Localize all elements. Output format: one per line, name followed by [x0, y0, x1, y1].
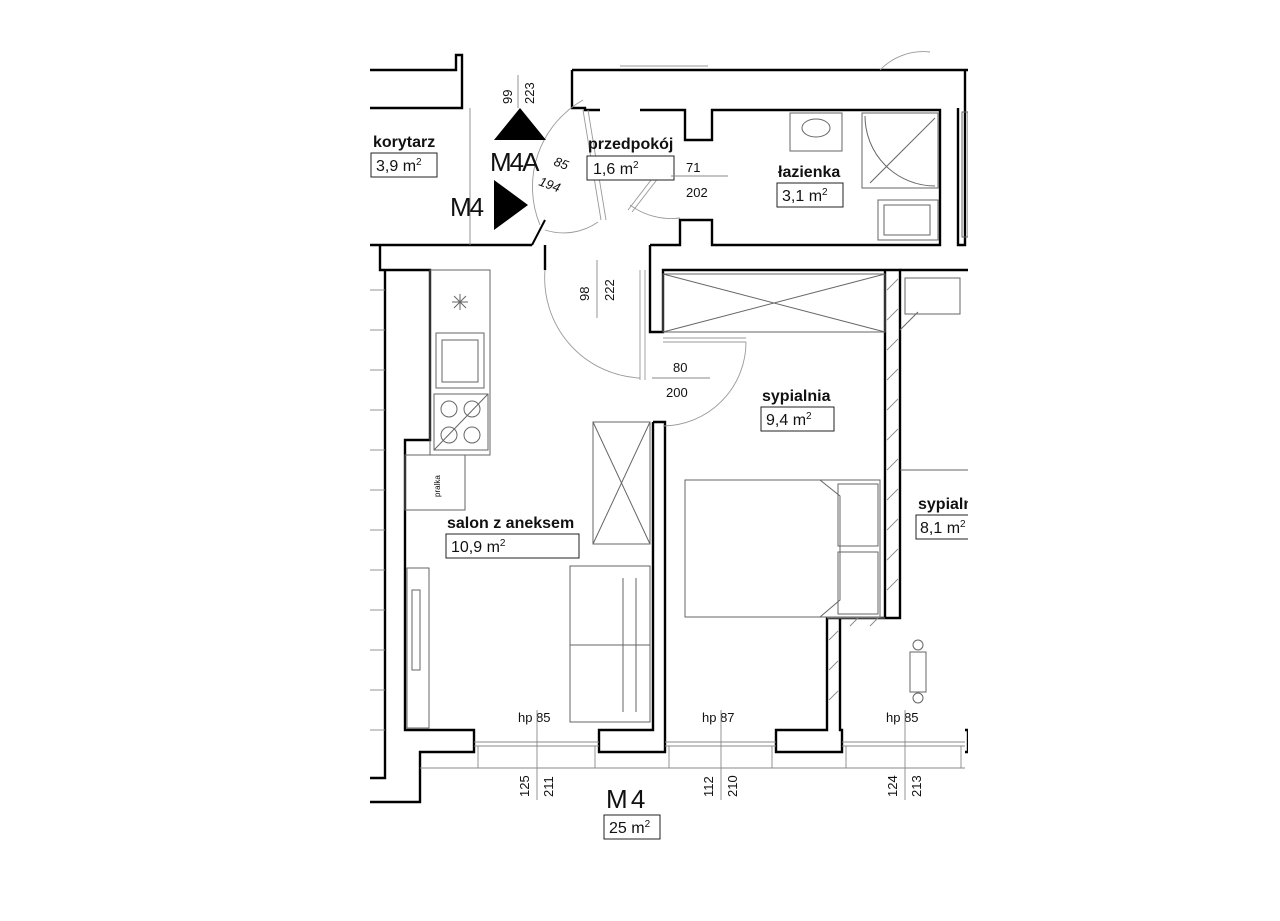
room-name: przedpokój — [588, 136, 673, 153]
dim-bath-door-202: 202 — [686, 185, 708, 200]
windows — [420, 741, 965, 769]
dim-window1-125: 125 — [517, 775, 532, 797]
dim-entrance-85: 85 — [552, 154, 571, 173]
wall-hatch — [828, 278, 899, 701]
dim-salon-door-222: 222 — [602, 279, 617, 301]
dim-window3-hp: hp 85 — [886, 710, 919, 725]
room-area: 3,9 m2 — [376, 157, 422, 175]
washer-label: pralka — [433, 475, 442, 497]
dim-window3-213: 213 — [909, 775, 924, 797]
room-name: łazienka — [778, 164, 840, 181]
fixtures — [404, 51, 969, 729]
dim-window2-210: 210 — [725, 775, 740, 797]
room-area: 8,1 m2 — [920, 519, 966, 537]
room-lazienka: łazienka 3,1 m2 — [776, 164, 844, 208]
room-area: 3,1 m2 — [782, 187, 828, 205]
room-salon: salon z aneksem 10,9 m2 — [445, 515, 580, 559]
stair-lines — [370, 108, 471, 731]
unit-label: M 4 — [606, 784, 645, 814]
dim-entrance-99: 99 — [500, 90, 515, 104]
dim-window1-211: 211 — [541, 776, 556, 797]
dim-entrance-223: 223 — [522, 82, 537, 104]
m4-triangle-icon — [494, 180, 528, 230]
dim-window1-hp: hp 85 — [518, 710, 551, 725]
walls — [370, 53, 970, 804]
room-sypialnia-right: sypialn 8,1 m2 — [915, 496, 973, 540]
dim-entrance-194: 194 — [537, 174, 563, 196]
room-name: sypialnia — [762, 388, 831, 405]
room-area: 9,4 m2 — [766, 411, 812, 429]
room-korytarz: korytarz 3,9 m2 — [370, 134, 438, 178]
dim-bed-door-80: 80 — [673, 360, 687, 375]
unit-area: 25 m2 — [609, 819, 651, 837]
dimensions: 99 223 85 194 71 202 98 222 80 200 hp 85… — [433, 75, 924, 800]
dim-window2-112: 112 — [701, 776, 716, 797]
markers: M4A M4 M 4 25 m2 — [450, 108, 661, 840]
marker-m4a: M4A — [490, 147, 540, 177]
m4a-triangle-icon — [494, 108, 546, 140]
room-area: 1,6 m2 — [593, 160, 639, 178]
room-przedpokoj: przedpokój 1,6 m2 — [586, 136, 675, 181]
room-sypialnia: sypialnia 9,4 m2 — [760, 388, 835, 432]
marker-m4: M4 — [450, 192, 484, 222]
cooktop-icon — [433, 393, 489, 451]
extractor-icon — [452, 294, 468, 310]
dim-bed-door-200: 200 — [666, 385, 688, 400]
room-name: korytarz — [373, 134, 435, 151]
room-name: salon z aneksem — [447, 515, 574, 532]
room-area: 10,9 m2 — [451, 538, 506, 556]
dim-window2-hp: hp 87 — [702, 710, 735, 725]
room-name: sypialn — [918, 496, 973, 513]
dim-salon-door-98: 98 — [577, 287, 592, 301]
dim-window3-124: 124 — [885, 775, 900, 797]
dim-bath-door-71: 71 — [686, 160, 700, 175]
